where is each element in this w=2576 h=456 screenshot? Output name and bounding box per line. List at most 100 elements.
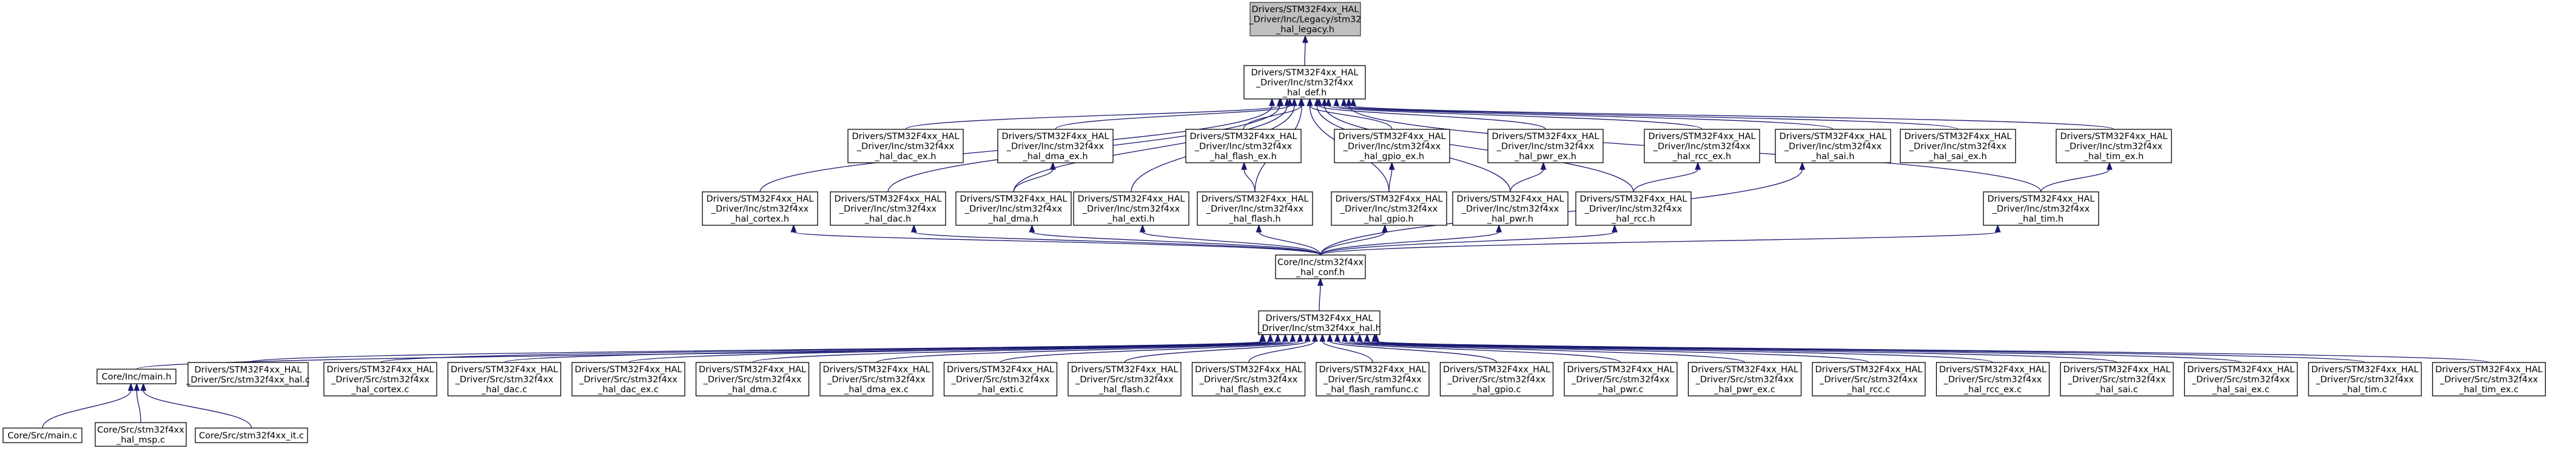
node-label-line: _hal_dac_ex.c [597, 385, 659, 395]
node-rcc-c[interactable]: Drivers/STM32F4xx_HAL_Driver/Src/stm32f4… [1812, 362, 1926, 396]
node-label-line: Drivers/STM32F4xx_HAL [823, 365, 930, 375]
node-label-line: _Driver/Src/stm32f4xx [1447, 375, 1546, 385]
node-box [1068, 362, 1182, 396]
node-box [1575, 191, 1692, 226]
node-pwr-c[interactable]: Drivers/STM32F4xx_HAL_Driver/Src/stm32f4… [1564, 362, 1678, 396]
node-flash-ramfunc-c[interactable]: Drivers/STM32F4xx_HAL_Driver/Src/stm32f4… [1316, 362, 1430, 396]
edge-conf-to-pwr-h [1320, 224, 1502, 256]
node-label-line: _Driver/Inc/stm32f4xx [964, 205, 1063, 214]
node-box [571, 362, 685, 396]
node-label-line: _hal_tim.h [2018, 214, 2063, 224]
node-label-line: _hal_dma.h [988, 214, 1039, 224]
node-sai-ex-c[interactable]: Drivers/STM32F4xx_HAL_Driver/Src/stm32f4… [2184, 362, 2298, 396]
node-label-line: _Driver/Src/stm32f4xx [1695, 375, 1794, 385]
node-rcc-ex-h[interactable]: Drivers/STM32F4xx_HAL_Driver/Inc/stm32f4… [1644, 129, 1760, 163]
node-flash-ex-c[interactable]: Drivers/STM32F4xx_HAL_Driver/Src/stm32f4… [1191, 362, 1306, 396]
node-label-line: _Driver/Src/stm32f4xx [1819, 375, 1918, 385]
node-tim-h[interactable]: Drivers/STM32F4xx_HAL_Driver/Inc/stm32f4… [1983, 191, 2099, 226]
node-label-line: _Driver/Inc/stm32f4xx [1992, 205, 2090, 214]
node-box [1812, 362, 1926, 396]
node-dac-c[interactable]: Drivers/STM32F4xx_HAL_Driver/Src/stm32f4… [447, 362, 562, 396]
node-label-line: _Driver/Inc/stm32f4xx [711, 205, 809, 214]
node-cortex-h[interactable]: Drivers/STM32F4xx_HAL_Driver/Inc/stm32f4… [702, 191, 818, 226]
node-box [1935, 362, 2050, 396]
node-label-line: _Driver/Src/stm32f4xx [951, 375, 1050, 385]
node-hal-c[interactable]: Drivers/STM32F4xx_HAL_Driver/Src/stm32f4… [186, 362, 310, 387]
node-label-line: _hal_rcc_ex.c [1963, 385, 2022, 395]
node-dma-ex-c[interactable]: Drivers/STM32F4xx_HAL_Driver/Src/stm32f4… [819, 362, 933, 396]
node-box [955, 191, 1072, 226]
edge-rcc-ex-c-to-hal-h [1356, 333, 1994, 363]
node-label-line: _Driver/Inc/stm32f4xx [1340, 205, 1438, 214]
node-tim-ex-c[interactable]: Drivers/STM32F4xx_HAL_Driver/Src/stm32f4… [2432, 362, 2546, 396]
node-pwr-ex-h[interactable]: Drivers/STM32F4xx_HAL_Driver/Inc/stm32f4… [1487, 129, 1604, 163]
node-label-line: _hal_flash_ex.h [1209, 152, 1277, 162]
node-dma-ex-h[interactable]: Drivers/STM32F4xx_HAL_Driver/Inc/stm32f4… [997, 129, 1114, 163]
node-label-line: _hal_sai_ex.c [2211, 385, 2269, 395]
node-dac-ex-h[interactable]: Drivers/STM32F4xx_HAL_Driver/Inc/stm32f4… [847, 129, 964, 163]
node-pwr-ex-c[interactable]: Drivers/STM32F4xx_HAL_Driver/Src/stm32f4… [1687, 362, 1802, 396]
node-label-line: Drivers/STM32F4xx_HAL [1815, 365, 1923, 375]
node-label-line: _hal_flash_ramfunc.c [1326, 385, 1419, 395]
node-sai-c[interactable]: Drivers/STM32F4xx_HAL_Driver/Src/stm32f4… [2060, 362, 2174, 396]
node-label-line: Drivers/STM32F4xx_HAL [327, 365, 434, 375]
node-exti-h[interactable]: Drivers/STM32F4xx_HAL_Driver/Inc/stm32f4… [1073, 191, 1189, 226]
node-cortex-c[interactable]: Drivers/STM32F4xx_HAL_Driver/Src/stm32f4… [323, 362, 437, 396]
node-box [2056, 129, 2172, 163]
node-box [323, 362, 437, 396]
edge-tim-h-to-tim-ex-h [2040, 162, 2113, 192]
node-it-c[interactable]: Core/Src/stm32f4xx_it.c [195, 427, 308, 443]
node-exti-c[interactable]: Drivers/STM32F4xx_HAL_Driver/Src/stm32f4… [943, 362, 1058, 396]
node-gpio-c[interactable]: Drivers/STM32F4xx_HAL_Driver/Src/stm32f4… [1439, 362, 1554, 396]
edge-main-c-to-main-h [42, 383, 134, 429]
node-label-line: Core/Inc/main.h [102, 372, 172, 382]
node-gpio-h[interactable]: Drivers/STM32F4xx_HAL_Driver/Inc/stm32f4… [1331, 191, 1447, 226]
node-box [1334, 129, 1450, 163]
edge-conf-to-cortex-h [790, 224, 1321, 256]
node-pwr-h[interactable]: Drivers/STM32F4xx_HAL_Driver/Inc/stm32f4… [1452, 191, 1569, 226]
node-label-line: _hal_flash.c [1098, 385, 1150, 395]
node-tim-ex-h[interactable]: Drivers/STM32F4xx_HAL_Driver/Inc/stm32f4… [2056, 129, 2172, 163]
node-def[interactable]: Drivers/STM32F4xx_HAL_Driver/Inc/stm32f4… [1243, 65, 1366, 100]
node-label-line: Core/Src/stm32f4xx_it.c [199, 431, 304, 441]
node-rcc-ex-c[interactable]: Drivers/STM32F4xx_HAL_Driver/Src/stm32f4… [1935, 362, 2050, 396]
node-main-c[interactable]: Core/Src/main.c [2, 427, 82, 443]
node-hal-h[interactable]: Drivers/STM32F4xx_HAL_Driver/Inc/stm32f4… [1257, 310, 1381, 335]
node-label-line: _Driver/Inc/stm32f4xx [1653, 142, 1751, 152]
node-label-line: _Driver/Src/stm32f4xx [1323, 375, 1422, 385]
node-dma-c[interactable]: Drivers/STM32F4xx_HAL_Driver/Src/stm32f4… [695, 362, 810, 396]
node-label-line: _hal_dac.h [864, 214, 911, 224]
node-label-line: _hal_exti.h [1107, 214, 1154, 224]
node-label-line: _Driver/Src/stm32f4xx_hal.c [186, 375, 310, 385]
edge-pwr-c-to-hal-h [1334, 333, 1621, 363]
node-dac-ex-c[interactable]: Drivers/STM32F4xx_HAL_Driver/Src/stm32f4… [571, 362, 685, 396]
node-box [1983, 191, 2099, 226]
node-label-line: Drivers/STM32F4xx_HAL [1195, 365, 1302, 375]
node-box [943, 362, 1058, 396]
node-label-line: _hal_gpio_ex.h [1359, 152, 1424, 162]
node-flash-h[interactable]: Drivers/STM32F4xx_HAL_Driver/Inc/stm32f4… [1197, 191, 1313, 226]
node-sai-h[interactable]: Drivers/STM32F4xx_HAL_Driver/Inc/stm32f4… [1775, 129, 1891, 163]
node-dma-h[interactable]: Drivers/STM32F4xx_HAL_Driver/Inc/stm32f4… [955, 191, 1072, 226]
node-label-line: _Driver/Inc/stm32f4xx [1784, 142, 1882, 152]
node-msp-c[interactable]: Core/Src/stm32f4xx_hal_msp.c [95, 422, 187, 447]
edge-flash-h-to-flash-ex-h [1241, 162, 1256, 192]
node-dac-h[interactable]: Drivers/STM32F4xx_HAL_Driver/Inc/stm32f4… [830, 191, 946, 226]
node-label-line: _hal_pwr_ex.c [1713, 385, 1775, 395]
node-label-line: _Driver/Src/stm32f4xx [2191, 375, 2290, 385]
edge-flash-c-to-hal-h [1124, 333, 1311, 363]
node-label-line: _hal_dac_ex.h [875, 152, 937, 162]
node-gpio-ex-h[interactable]: Drivers/STM32F4xx_HAL_Driver/Inc/stm32f4… [1334, 129, 1450, 163]
edge-conf-to-tim-h [1320, 224, 2001, 256]
node-conf[interactable]: Core/Inc/stm32f4xx_hal_conf.h [1275, 254, 1366, 279]
node-main-h[interactable]: Core/Inc/main.h [96, 369, 177, 384]
node-legacy[interactable]: Drivers/STM32F4xx_HAL_Driver/Inc/Legacy/… [1248, 2, 1362, 36]
node-tim-c[interactable]: Drivers/STM32F4xx_HAL_Driver/Src/stm32f4… [2308, 362, 2422, 396]
node-flash-ex-h[interactable]: Drivers/STM32F4xx_HAL_Driver/Inc/stm32f4… [1185, 129, 1302, 163]
node-flash-c[interactable]: Drivers/STM32F4xx_HAL_Driver/Src/stm32f4… [1068, 362, 1182, 396]
node-rcc-h[interactable]: Drivers/STM32F4xx_HAL_Driver/Inc/stm32f4… [1575, 191, 1692, 226]
node-label-line: Drivers/STM32F4xx_HAL [1492, 132, 1599, 141]
node-sai-ex-h[interactable]: Drivers/STM32F4xx_HAL_Driver/Inc/stm32f4… [1900, 129, 2016, 163]
node-label-line: _Driver/Inc/stm32f4xx [1343, 142, 1441, 152]
node-label-line: _hal_tim_ex.c [2459, 385, 2519, 395]
